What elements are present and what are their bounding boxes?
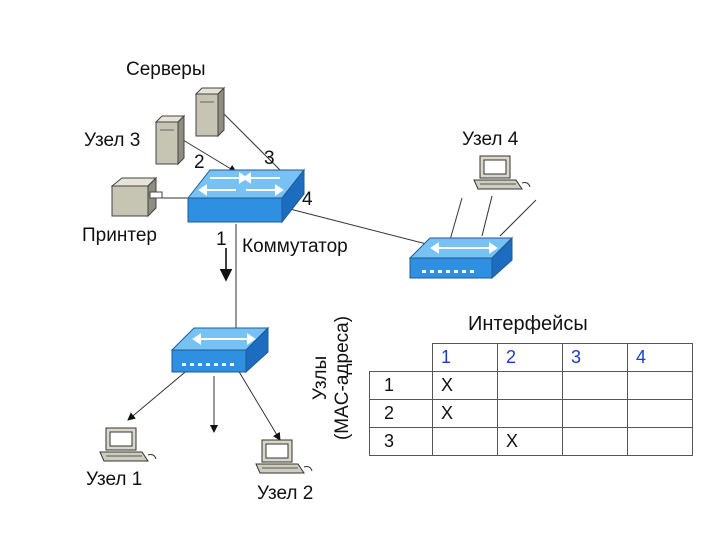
- column-header: 3: [562, 343, 628, 372]
- printer-icon: [110, 176, 163, 218]
- main-switch-icon: [186, 168, 306, 224]
- server-icon: [195, 87, 225, 137]
- link-switch-to-node4-switch: [285, 207, 451, 251]
- table-cell: [497, 371, 563, 400]
- link-node3-to-switch: [182, 139, 237, 173]
- node2-label: Узел 2: [257, 483, 314, 504]
- table-cell: [627, 427, 693, 456]
- node3-server-icon: [155, 115, 185, 165]
- link-node4-right: [499, 199, 537, 237]
- row-header: 2: [369, 399, 433, 428]
- table-title: Интерфейсы: [468, 313, 588, 335]
- table-cell: [562, 399, 628, 428]
- lower-switch-icon: [170, 326, 270, 374]
- table-cell: [562, 427, 628, 456]
- table-cell: [562, 371, 628, 400]
- node2-pc-icon: [255, 439, 313, 474]
- node4-label: Узел 4: [462, 129, 519, 150]
- port-1-label: 1: [216, 229, 227, 250]
- link-lower-to-node2: [237, 369, 281, 441]
- link-server-to-switch: [221, 111, 287, 177]
- link-node4-left: [449, 197, 463, 241]
- column-header: 2: [497, 343, 563, 372]
- column-header: 4: [627, 343, 693, 372]
- column-header: 1: [432, 343, 498, 372]
- table-cell: [627, 371, 693, 400]
- table-cell: [497, 399, 563, 428]
- node4-switch-icon: [408, 236, 514, 280]
- interface-table: 1 2 3 4 1 X 2 X 3 X: [369, 343, 693, 456]
- node3-label: Узел 3: [84, 130, 141, 151]
- table-row: 1 X: [369, 371, 693, 400]
- node1-label: Узел 1: [86, 469, 143, 490]
- table-cell: X: [432, 399, 498, 428]
- table-corner: [369, 343, 433, 372]
- port-4-label: 4: [302, 189, 313, 210]
- printer-label: Принтер: [82, 225, 157, 246]
- row-header: 3: [369, 427, 433, 456]
- switch-label: Коммутатор: [242, 236, 348, 257]
- table-row: 2 X: [369, 399, 693, 428]
- port-2-label: 2: [194, 152, 205, 173]
- table-cell: X: [497, 427, 563, 456]
- link-node4-mid: [481, 195, 493, 237]
- table-header-row: 1 2 3 4: [369, 343, 693, 372]
- link-lower-to-node1: [127, 367, 191, 421]
- table-cell: [432, 427, 498, 456]
- port-3-label: 3: [264, 148, 275, 169]
- links: [127, 111, 537, 441]
- axis-line-1: Узлы: [310, 355, 331, 401]
- axis-line-2: (MAC-адреса): [332, 315, 353, 441]
- table-cell: X: [432, 371, 498, 400]
- table-row: 3 X: [369, 427, 693, 456]
- servers-label: Серверы: [126, 59, 206, 80]
- table-cell: [627, 399, 693, 428]
- table-row-axis-label: Узлы (MAC-адреса): [310, 278, 354, 478]
- node1-pc-icon: [99, 427, 157, 462]
- row-header: 1: [369, 371, 433, 400]
- node4-pc-icon: [473, 155, 531, 190]
